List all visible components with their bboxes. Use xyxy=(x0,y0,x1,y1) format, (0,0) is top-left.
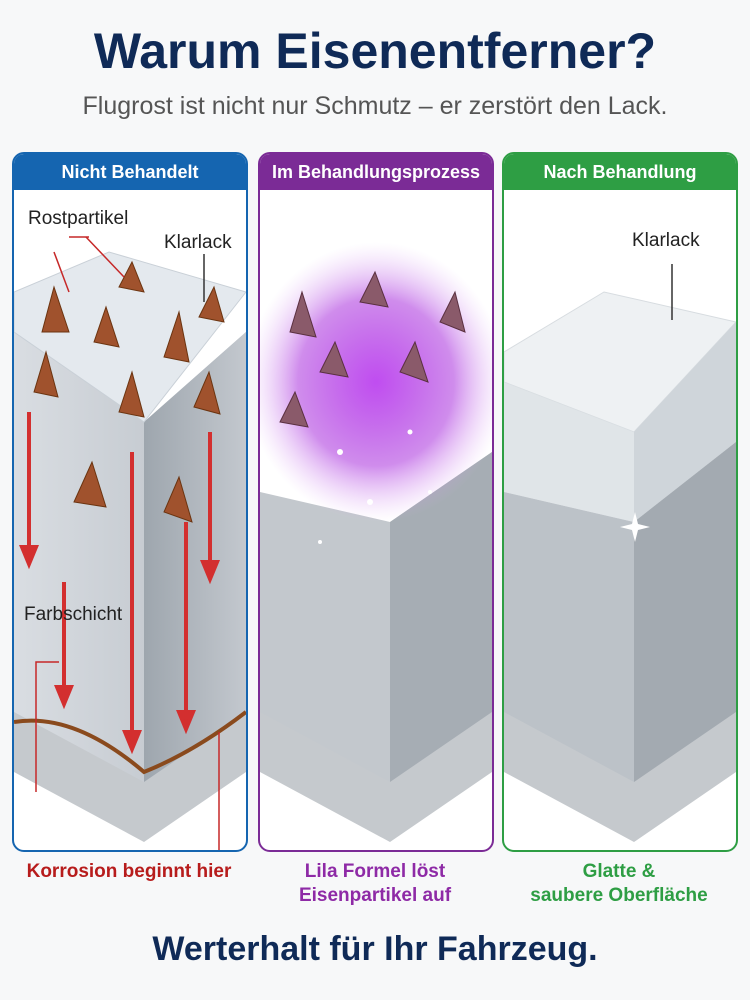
footer-tagline: Werterhalt für Ihr Fahrzeug. xyxy=(152,930,598,968)
caption-line: saubere Oberfläche xyxy=(530,885,708,906)
page-subtitle: Flugrost ist nicht nur Schmutz – er zers… xyxy=(82,92,668,120)
clearcoat-label: Klarlack xyxy=(632,230,700,251)
panel-treatment: Im Behandlungsprozess xyxy=(258,152,494,852)
caption-line: Glatte & xyxy=(582,861,656,882)
panel-header: Im Behandlungsprozess xyxy=(260,154,492,190)
untreated-cube-illustration xyxy=(14,236,246,850)
panel-untreated: Nicht Behandelt Rostpart xyxy=(12,152,248,852)
caption-treatment: Lila Formel löst Eisenpartikel auf xyxy=(252,860,498,908)
caption-untreated: Korrosion beginnt hier xyxy=(26,861,232,882)
caption-line: Lila Formel löst xyxy=(304,861,446,882)
page-title: Warum Eisenentferner? xyxy=(93,23,657,79)
clean-cube-illustration xyxy=(504,264,736,842)
clearcoat-label: Klarlack xyxy=(164,232,232,253)
paint-layer-label: Farbschicht xyxy=(24,604,123,625)
caption-line: Eisenpartikel auf xyxy=(298,885,452,906)
caption-after: Glatte & saubere Oberfläche xyxy=(496,860,742,908)
panel-header: Nicht Behandelt xyxy=(14,154,246,190)
panel-after: Nach Behandlung Klarlack xyxy=(502,152,738,852)
treatment-cube-illustration xyxy=(260,242,492,842)
panel-header: Nach Behandlung xyxy=(504,154,736,190)
rust-particle-label: Rostpartikel xyxy=(28,208,129,229)
